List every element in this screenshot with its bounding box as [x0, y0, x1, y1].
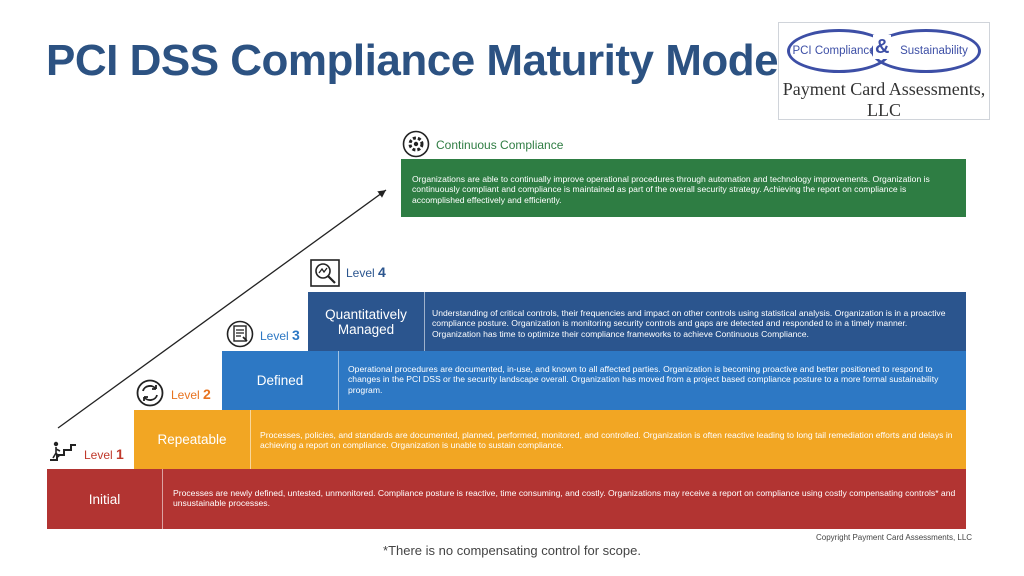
level-name-managed: Quantitatively Managed [325, 306, 407, 337]
level-word: Level [260, 329, 289, 343]
step-managed [308, 292, 966, 351]
level-description-defined: Operational procedures are documented, i… [348, 364, 939, 395]
level-number: 2 [203, 386, 211, 402]
level-name-initial: Initial [88, 491, 121, 507]
page-title: PCI DSS Compliance Maturity Model [46, 36, 790, 85]
level-number: 3 [292, 327, 300, 343]
step-defined [222, 351, 966, 410]
level-4-label: Level 4 [346, 264, 386, 280]
level-name-defined: Defined [256, 373, 304, 388]
level-description-initial: Processes are newly defined, untested, u… [173, 488, 956, 509]
divider [250, 410, 251, 469]
level-word: Level [84, 448, 113, 462]
level-1-label: Level 1 [84, 446, 124, 462]
continuous-compliance-description: Organizations are able to continually im… [412, 174, 930, 205]
footnote: *There is no compensating control for sc… [383, 543, 641, 558]
step-repeatable [134, 410, 966, 469]
logo-left-text: PCI Compliance [792, 45, 876, 57]
divider [424, 292, 425, 351]
divider [338, 351, 339, 410]
level-word: Level [171, 388, 200, 402]
level-number: 4 [378, 264, 386, 280]
checklist-icon [226, 320, 254, 348]
level-description-repeatable: Processes, policies, and standards are d… [260, 430, 953, 451]
level-number: 1 [116, 446, 124, 462]
continuous-compliance-box [401, 159, 966, 217]
step-initial [47, 469, 966, 529]
logo-company-name: Payment Card Assessments, LLC [782, 79, 986, 120]
gear-cycle-icon [402, 130, 430, 158]
divider [162, 469, 163, 529]
logo-right-text: Sustainability [900, 45, 968, 57]
stairs-climber-icon [50, 441, 76, 461]
company-logo: PCI Compliance Sustainability & Payment … [778, 22, 990, 120]
logo-right-ring: Sustainability [871, 29, 981, 73]
level-2-label: Level 2 [171, 386, 211, 402]
level-description-managed: Understanding of critical controls, thei… [432, 308, 946, 339]
level-word: Level [346, 266, 375, 280]
cycle-arrows-icon [136, 379, 164, 407]
logo-ampersand: & [873, 35, 892, 59]
level-3-label: Level 3 [260, 327, 300, 343]
magnifier-chart-icon [310, 259, 340, 287]
copyright: Copyright Payment Card Assessments, LLC [816, 533, 973, 542]
continuous-compliance-label: Continuous Compliance [436, 138, 564, 152]
level-name-repeatable: Repeatable [157, 432, 227, 447]
